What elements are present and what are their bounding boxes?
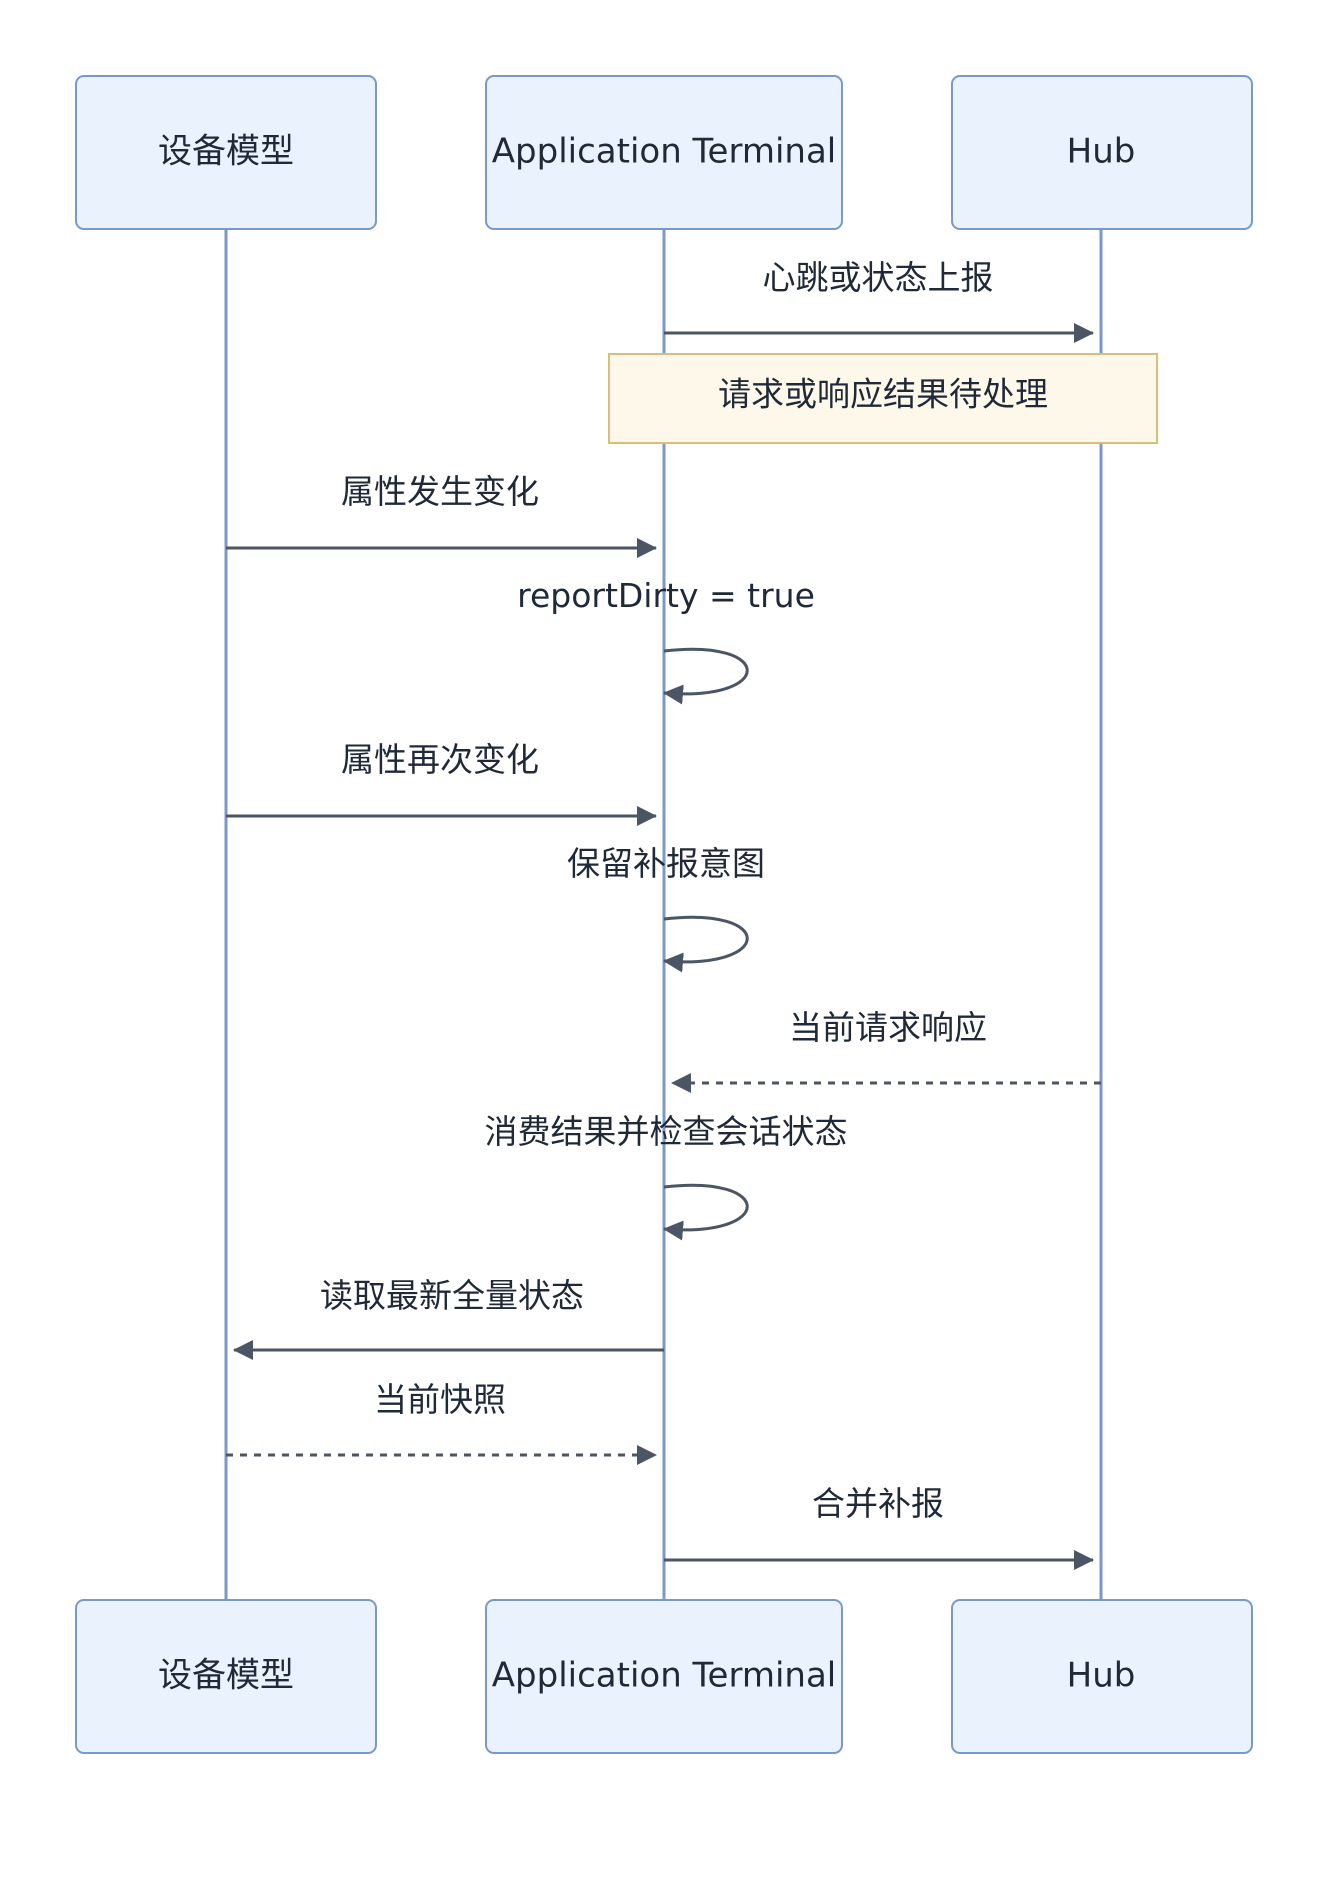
note-pending-result: 请求或响应结果待处理 <box>608 353 1158 444</box>
message-label-current-snapshot: 当前快照 <box>374 1380 506 1419</box>
message-label-heartbeat: 心跳或状态上报 <box>763 258 994 297</box>
message-label-keep-intent: 保留补报意图 <box>567 844 765 883</box>
actor-label: Hub <box>1067 1656 1136 1696</box>
actor-label: 设备模型 <box>158 1656 294 1696</box>
message-label-attr-changed: 属性发生变化 <box>341 472 539 511</box>
message-label-current-response: 当前请求响应 <box>789 1008 987 1047</box>
actor-device-model-bottom[interactable]: 设备模型 <box>75 1599 377 1754</box>
self-loop-consume-result <box>663 1183 749 1241</box>
self-loop-report-dirty <box>663 647 749 705</box>
note-text: 请求或响应结果待处理 <box>718 375 1048 414</box>
actor-label: Application Terminal <box>492 132 836 172</box>
message-label-attr-changed-again: 属性再次变化 <box>341 740 539 779</box>
actor-hub-top[interactable]: Hub <box>951 75 1253 230</box>
message-label-read-latest: 读取最新全量状态 <box>320 1276 584 1315</box>
actor-label: Application Terminal <box>492 1656 836 1696</box>
message-label-report-dirty: reportDirty = true <box>517 576 815 615</box>
actor-device-model-top[interactable]: 设备模型 <box>75 75 377 230</box>
actor-application-terminal-top[interactable]: Application Terminal <box>485 75 843 230</box>
actor-label: 设备模型 <box>158 132 294 172</box>
actor-label: Hub <box>1067 132 1136 172</box>
actor-application-terminal-bottom[interactable]: Application Terminal <box>485 1599 843 1754</box>
actor-hub-bottom[interactable]: Hub <box>951 1599 1253 1754</box>
self-loop-keep-intent <box>663 915 749 973</box>
message-label-merge-report: 合并补报 <box>812 1484 944 1523</box>
message-label-consume-result: 消费结果并检查会话状态 <box>485 1112 848 1151</box>
